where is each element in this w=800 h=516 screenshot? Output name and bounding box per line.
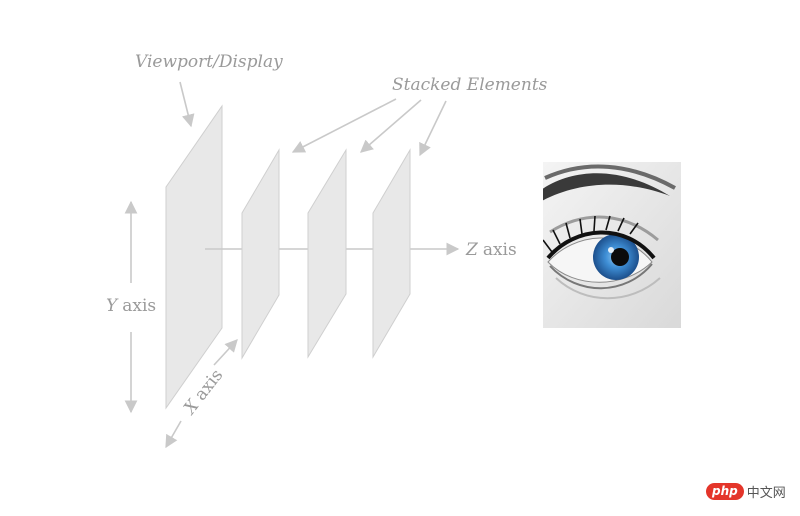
stacked-plane-2 (307, 148, 347, 359)
stacked-pointer-arrow-3 (419, 100, 447, 157)
viewport-pointer-arrow (179, 81, 195, 128)
z-axis-letter: Z (465, 240, 479, 260)
stacked-plane-1 (241, 148, 280, 360)
stacked-plane-3 (372, 148, 411, 359)
watermark-text: 中文网 (746, 485, 786, 501)
eye-image (543, 162, 681, 328)
x-axis-arrow-up (213, 339, 238, 366)
x-axis-word: axis (191, 366, 228, 405)
x-axis-arrow-down (165, 420, 182, 449)
y-axis-letter: Y (106, 296, 119, 316)
z-axis-word: axis (483, 240, 517, 260)
stacked-elements-label: Stacked Elements (392, 75, 548, 95)
stacked-pointer-arrow-2 (360, 99, 422, 153)
php-cn-watermark: php 中文网 (706, 479, 786, 503)
viewport-label: Viewport/Display (135, 52, 283, 72)
stacked-pointer-arrow-1 (291, 98, 397, 153)
watermark-logo: php (706, 482, 744, 500)
viewport-plane (165, 104, 223, 410)
y-axis-word: axis (122, 296, 156, 316)
